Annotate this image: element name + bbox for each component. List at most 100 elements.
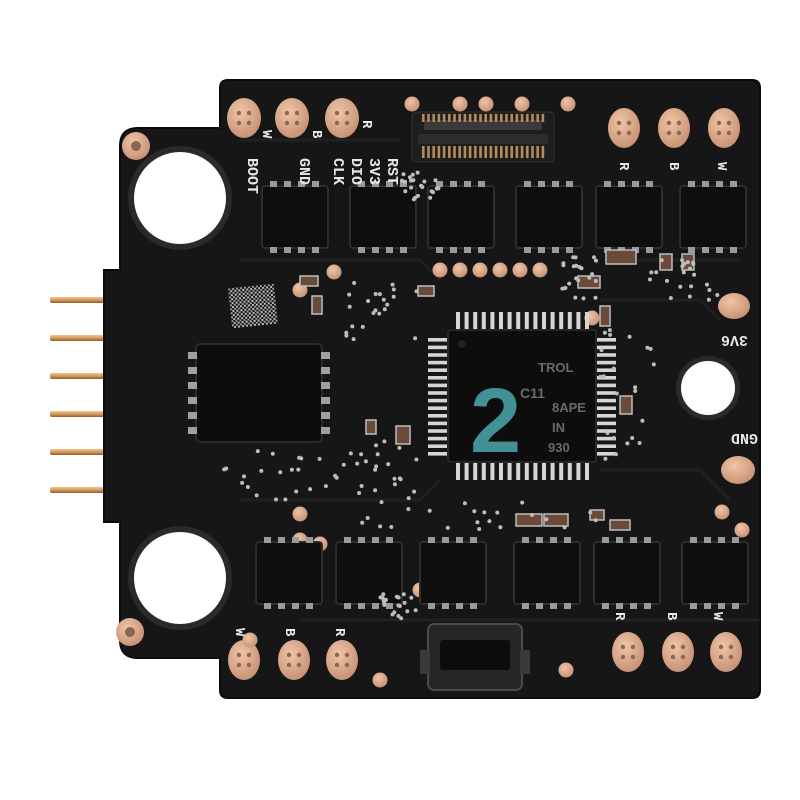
mosfet-lead bbox=[358, 247, 365, 253]
mosfet-chip bbox=[513, 541, 581, 605]
via bbox=[411, 197, 416, 202]
mosfet-lead bbox=[278, 603, 285, 609]
fpc-pin bbox=[474, 146, 477, 158]
via bbox=[289, 467, 294, 472]
mosfet-lead bbox=[372, 247, 379, 253]
mosfet-lead bbox=[716, 247, 723, 253]
mcu-lead bbox=[428, 338, 450, 342]
via bbox=[498, 525, 503, 530]
label-gnd-right: GND bbox=[731, 429, 758, 446]
fpc-connector-icon bbox=[411, 111, 555, 163]
via bbox=[414, 457, 419, 462]
via bbox=[707, 288, 712, 292]
mosfet-chip bbox=[261, 185, 329, 249]
via bbox=[682, 261, 687, 266]
fpc-pin bbox=[500, 114, 503, 122]
pad-via bbox=[246, 120, 252, 126]
via bbox=[317, 456, 322, 461]
via bbox=[573, 295, 578, 300]
mosfet-lead bbox=[522, 537, 529, 543]
mosfet-lead bbox=[566, 247, 573, 253]
test-pad bbox=[532, 262, 548, 278]
test-pad bbox=[734, 522, 750, 538]
via bbox=[360, 520, 365, 525]
mosfet-lead bbox=[536, 537, 543, 543]
mosfet-lead bbox=[522, 603, 529, 609]
pad-via bbox=[716, 130, 722, 136]
via bbox=[389, 525, 394, 529]
via bbox=[352, 281, 357, 285]
mosfet-lead bbox=[428, 537, 435, 543]
mcu-lead bbox=[499, 460, 503, 480]
label-br-w: W bbox=[709, 612, 725, 621]
mcu-lead bbox=[542, 312, 546, 332]
test-pad bbox=[432, 262, 448, 278]
mosfet-lead bbox=[552, 247, 559, 253]
via bbox=[592, 255, 596, 260]
via bbox=[400, 178, 404, 183]
via bbox=[347, 304, 352, 309]
fpc-pin bbox=[427, 114, 430, 122]
mcu-lead bbox=[473, 460, 478, 480]
via bbox=[648, 277, 652, 282]
via bbox=[495, 510, 500, 515]
passive-component bbox=[659, 253, 673, 271]
mcu-lead bbox=[524, 460, 529, 480]
label-3v6: 3V6 bbox=[721, 331, 748, 348]
mosfet-lead bbox=[602, 537, 609, 543]
fpc-pin bbox=[510, 146, 513, 158]
via bbox=[414, 289, 419, 294]
mosfet-lead bbox=[690, 603, 697, 609]
via bbox=[593, 518, 598, 523]
test-pad bbox=[452, 96, 468, 112]
mcu-lead bbox=[594, 391, 616, 395]
mcu-lead bbox=[499, 312, 503, 332]
via bbox=[593, 279, 598, 283]
via bbox=[706, 297, 711, 302]
fpc-pin bbox=[442, 114, 446, 122]
mosfet-lead bbox=[732, 537, 739, 543]
label-bl-r: R bbox=[331, 628, 347, 637]
test-pad bbox=[326, 264, 342, 280]
passive-component bbox=[311, 295, 323, 315]
pad-via bbox=[294, 110, 300, 116]
label-rst: RST bbox=[383, 158, 400, 185]
pad-via bbox=[630, 654, 636, 660]
pad-via bbox=[344, 662, 350, 668]
via bbox=[681, 270, 686, 275]
mcu-lead bbox=[594, 414, 616, 418]
fpc-pin bbox=[422, 114, 425, 122]
top-left-motor-pads bbox=[227, 98, 359, 138]
motor-pad bbox=[608, 108, 640, 148]
via bbox=[413, 336, 418, 341]
label-br-r: R bbox=[611, 612, 627, 621]
mosfet-lead bbox=[702, 247, 709, 253]
mcu-lead bbox=[594, 368, 616, 372]
via bbox=[472, 509, 477, 514]
bottom-left-motor-pads bbox=[228, 640, 358, 680]
via bbox=[594, 258, 598, 263]
pad-via bbox=[334, 120, 340, 126]
via bbox=[401, 172, 406, 177]
mcu-lead bbox=[594, 406, 616, 410]
label-3v3: 3V3 bbox=[365, 158, 382, 185]
mcu-lead bbox=[456, 312, 460, 332]
mcu-lead bbox=[594, 452, 616, 456]
via bbox=[274, 497, 278, 502]
label-br-b: B bbox=[663, 612, 679, 621]
via bbox=[433, 178, 438, 183]
fpc-pin bbox=[484, 146, 487, 158]
pad-via bbox=[616, 130, 622, 136]
mosfet-lead bbox=[344, 537, 351, 543]
mosfet-lead bbox=[566, 181, 573, 187]
fpc-pin bbox=[479, 146, 482, 158]
mosfet-lead bbox=[646, 181, 653, 187]
mosfet-lead bbox=[372, 181, 379, 187]
pad-via bbox=[716, 120, 722, 126]
mcu-lead bbox=[567, 460, 572, 480]
label-boot: BOOT bbox=[243, 158, 260, 194]
mosfet-lead bbox=[716, 181, 723, 187]
via bbox=[544, 517, 549, 522]
mcu-lead bbox=[559, 460, 564, 480]
passive-components bbox=[299, 249, 695, 531]
